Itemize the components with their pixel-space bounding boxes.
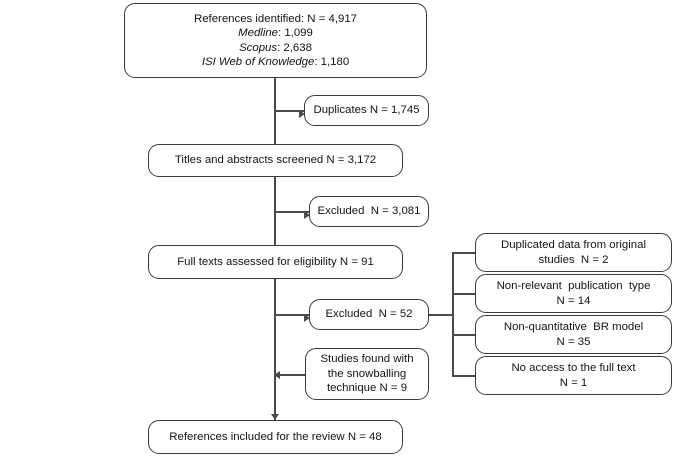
- reason-2-line-1: Non-relevant publication type: [496, 280, 651, 293]
- connector-branch-excluded-eligibility: [274, 314, 311, 316]
- identified-line-medline: Medline: 1,099: [131, 26, 420, 40]
- node-duplicates[interactable]: Duplicates N = 1,745: [304, 95, 429, 126]
- reason-3-line-2: N = 35: [556, 335, 591, 348]
- node-excluded-screening[interactable]: Excluded N = 3,081: [309, 196, 429, 227]
- node-exclusion-reason-3[interactable]: Non-quantitative BR model N = 35: [475, 315, 672, 354]
- reason-1-line-2: studies N = 2: [538, 253, 609, 266]
- node-exclusion-reason-1[interactable]: Duplicated data from original studies N …: [475, 233, 672, 272]
- connector-screened-to-fulltexts: [274, 177, 276, 245]
- node-excluded-eligibility[interactable]: Excluded N = 52: [309, 299, 429, 330]
- node-full-texts-assessed[interactable]: Full texts assessed for eligibility N = …: [148, 245, 403, 279]
- source-count-isi: : 1,180: [314, 55, 350, 68]
- arrowhead-excluded-eligibility: [304, 314, 310, 322]
- connector-excluded-to-bracket: [428, 314, 453, 316]
- identified-line-scopus: Scopus: 2,638: [131, 41, 420, 55]
- reason-4-line-2: N = 1: [559, 376, 588, 389]
- bracket-stub-reason-3: [452, 334, 476, 336]
- node-exclusion-reason-4[interactable]: No access to the full text N = 1: [475, 356, 672, 395]
- full-texts-label: Full texts assessed for eligibility N = …: [177, 255, 374, 268]
- connector-branch-excluded-screening: [274, 211, 311, 213]
- reason-1-line-1: Duplicated data from original: [501, 239, 646, 252]
- snowballing-line-1: Studies found with: [320, 353, 414, 366]
- arrowhead-snowballing: [274, 371, 280, 379]
- arrowhead-included: [271, 414, 279, 420]
- node-references-identified[interactable]: References identified: N = 4,917 Medline…: [124, 3, 427, 78]
- node-snowballing[interactable]: Studies found with the snowballing techn…: [305, 348, 429, 400]
- connector-snowballing-to-trunk: [275, 374, 307, 376]
- included-label: References included for the review N = 4…: [169, 430, 382, 443]
- snowballing-line-2: the snowballing: [327, 367, 407, 380]
- connector-fulltexts-to-included: [274, 279, 276, 421]
- reason-2-line-2: N = 14: [556, 294, 591, 307]
- node-titles-abstracts-screened[interactable]: Titles and abstracts screened N = 3,172: [148, 144, 403, 177]
- bracket-spine-exclusion-reasons: [452, 252, 454, 376]
- identified-line-isi: ISI Web of Knowledge: 1,180: [131, 55, 420, 69]
- arrowhead-excluded-screening: [304, 211, 310, 219]
- source-name-medline: Medline: [238, 27, 279, 40]
- node-exclusion-reason-2[interactable]: Non-relevant publication type N = 14: [475, 274, 672, 313]
- identified-line-total: References identified: N = 4,917: [193, 12, 358, 25]
- bracket-stub-reason-1: [452, 252, 476, 254]
- reason-4-line-1: No access to the full text: [511, 362, 636, 375]
- source-count-scopus: : 2,638: [277, 41, 312, 54]
- duplicates-label: Duplicates N = 1,745: [313, 104, 420, 117]
- snowballing-line-3: technique N = 9: [326, 382, 408, 395]
- source-name-scopus: Scopus: [239, 41, 278, 54]
- screened-label: Titles and abstracts screened N = 3,172: [174, 154, 377, 167]
- excluded-eligibility-label: Excluded N = 52: [325, 308, 413, 321]
- node-references-included[interactable]: References included for the review N = 4…: [148, 420, 403, 454]
- arrowhead-duplicates: [299, 110, 305, 118]
- bracket-stub-reason-4: [452, 375, 476, 377]
- source-name-isi: ISI Web of Knowledge: [201, 55, 315, 68]
- connector-branch-duplicates: [274, 110, 306, 112]
- excluded-screening-label: Excluded N = 3,081: [317, 205, 421, 218]
- source-count-medline: : 1,099: [278, 27, 313, 40]
- bracket-stub-reason-2: [452, 293, 476, 295]
- reason-3-line-1: Non-quantitative BR model: [503, 321, 644, 334]
